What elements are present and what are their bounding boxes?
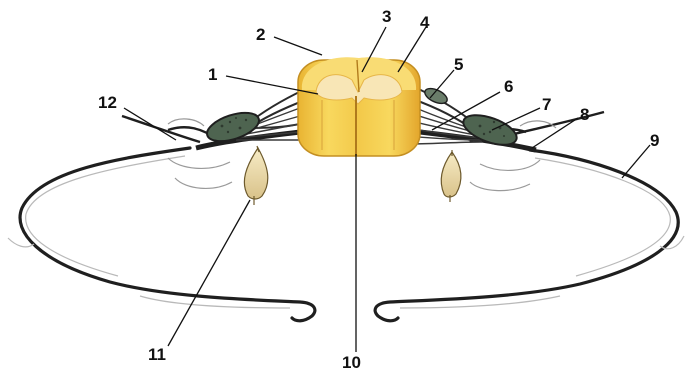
label-11: 11 <box>148 346 166 363</box>
label-9: 9 <box>650 132 659 149</box>
right-ventral-ramus <box>375 150 678 321</box>
leader-2 <box>274 37 322 55</box>
leader-9 <box>622 145 650 178</box>
left-ventral-ramus <box>20 148 315 321</box>
leader-11 <box>168 200 250 346</box>
leader-8 <box>532 118 578 148</box>
label-5: 5 <box>454 56 463 73</box>
left-dorsal-ramus <box>122 116 218 142</box>
label-2: 2 <box>256 26 265 43</box>
label-4: 4 <box>420 14 429 31</box>
right-sympathetic-ganglion <box>441 150 461 202</box>
label-7: 7 <box>542 96 551 113</box>
label-3: 3 <box>382 8 391 25</box>
left-sympathetic-ganglion <box>244 146 267 205</box>
body-wall-outline <box>8 156 684 308</box>
label-8: 8 <box>580 106 589 123</box>
label-10: 10 <box>342 354 361 371</box>
spinal-cord <box>298 57 420 156</box>
leader-7 <box>492 108 540 130</box>
label-6: 6 <box>504 78 513 95</box>
label-1: 1 <box>208 66 217 83</box>
label-12: 12 <box>98 94 117 111</box>
right-spinal-ganglion <box>460 109 521 151</box>
